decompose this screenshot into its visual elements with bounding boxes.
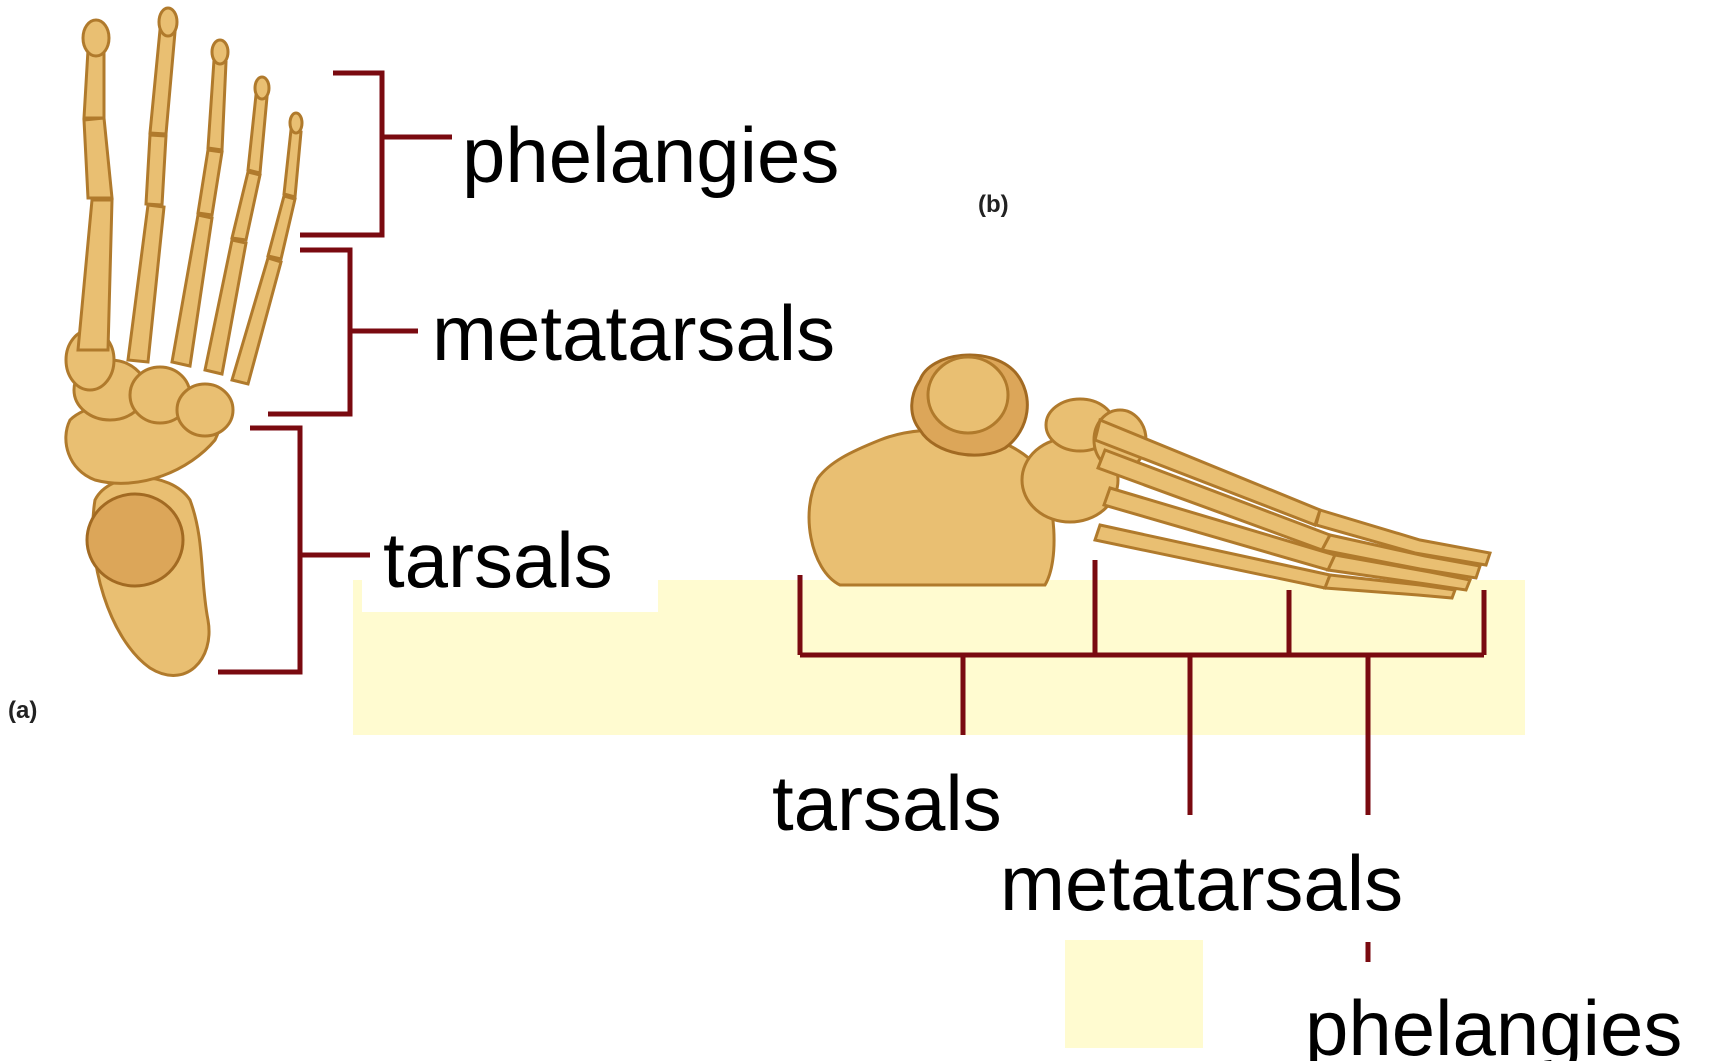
label-metatarsals-a: metatarsals [432, 289, 835, 377]
label-metatarsals-b: metatarsals [1000, 839, 1403, 927]
bracket-tarsals-a [218, 428, 370, 672]
highlight-box-small [1065, 940, 1203, 1048]
foot-lateral-view-illustration [809, 355, 1490, 598]
bracket-phalanges-a [300, 73, 452, 235]
label-tarsals-b: tarsals [772, 759, 1002, 847]
label-phalanges-b: phelangies [1305, 984, 1682, 1061]
foot-superior-view-illustration [66, 8, 302, 675]
label-phalanges-a: phelangies [462, 111, 839, 199]
bracket-metatarsals-a [268, 250, 418, 414]
panel-b-label: (b) [978, 191, 1009, 218]
panel-a-label: (a) [8, 697, 37, 724]
label-tarsals-a: tarsals [383, 516, 613, 604]
